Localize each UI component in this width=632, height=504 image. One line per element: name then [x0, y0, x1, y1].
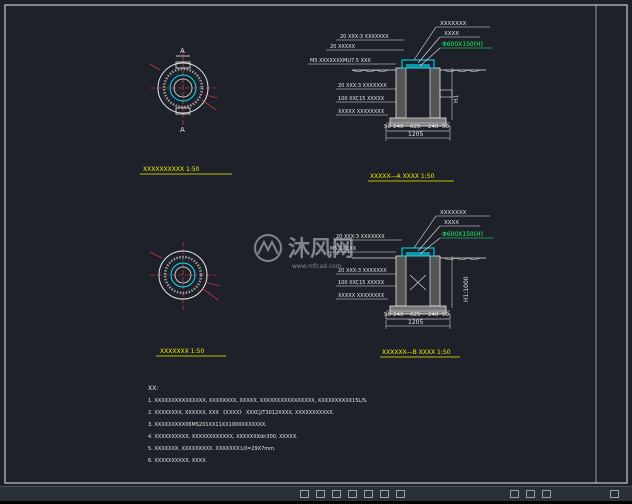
notes-line-1: 1. XXXXXXXXXXXXXXX, XXXXXXXX, XXXXX, XXX…: [148, 398, 368, 404]
plan-view-a: A A: [149, 47, 219, 134]
svg-text:625: 625: [410, 312, 421, 318]
svg-text:XXXXX XXXXXXXX: XXXXX XXXXXXXX: [338, 109, 385, 115]
section-a-callouts: XXXXXXX XXXX Φ600X150(H): [413, 21, 492, 67]
watermark-brand: 沐风网: [288, 237, 354, 262]
status-toggle-annotation[interactable]: [526, 490, 535, 498]
status-toggle-otrack[interactable]: [380, 490, 389, 498]
svg-text:XXXXXXX: XXXXXXX: [440, 210, 467, 216]
notes-block: XX: 1. XXXXXXXXXXXXXXX, XXXXXXXX, XXXXX,…: [148, 385, 368, 464]
svg-text:XXXX: XXXX: [444, 220, 459, 226]
notes-line-6: 6. XXXXXXXXXX, XXXX.: [148, 458, 207, 464]
status-toggle-polar[interactable]: [348, 490, 357, 498]
drawing-frame: [4, 4, 628, 484]
section-mark-a: A: [180, 47, 185, 55]
notes-line-3: 3. XXXXXXXXX06MS201XX11XX1000XXXXXXX.: [148, 422, 267, 428]
svg-text:20 XXX:3 XXXXXXX: 20 XXX:3 XXXXXXX: [338, 268, 387, 274]
svg-text:50: 50: [384, 124, 391, 130]
plan-b-title: XXXXXXX 1:50: [160, 348, 204, 355]
svg-text:H1:1000: H1:1000: [463, 276, 470, 302]
svg-text:H1: H1: [453, 94, 460, 103]
section-view-a: [351, 59, 486, 132]
svg-text:20 XXX:3 XXXXXXX: 20 XXX:3 XXXXXXX: [340, 34, 389, 40]
svg-text:XXXX: XXXX: [444, 31, 459, 37]
svg-text:100 XXC15 XXXXX: 100 XXC15 XXXXX: [338, 96, 385, 102]
plan-a-title: XXXXXXXXXX 1:50: [143, 166, 200, 173]
section-a-title: XXXXX—A XXXX 1:50: [370, 173, 435, 180]
svg-text:240: 240: [393, 312, 404, 318]
section-b-callouts: XXXXXXX XXXX Φ600X150(H): [413, 210, 494, 255]
status-toggle-snap[interactable]: [300, 490, 309, 498]
plan-view-b: [149, 242, 221, 310]
status-toggle-settings[interactable]: [610, 490, 619, 498]
section-b-grate-spec: Φ600X150(H): [442, 231, 483, 238]
svg-text:A: A: [180, 126, 185, 134]
status-toggle-workspace[interactable]: [542, 490, 551, 498]
status-toggle-ortho[interactable]: [332, 490, 341, 498]
svg-text:100 XXC15 XXXXX: 100 XXC15 XXXXX: [338, 280, 385, 286]
svg-text:50: 50: [442, 312, 449, 318]
svg-text:XXXXX XXXXXXXX: XXXXX XXXXXXXX: [338, 293, 385, 299]
svg-text:20 XXXXX: 20 XXXXX: [330, 44, 356, 50]
svg-text:50: 50: [384, 312, 391, 318]
status-toggle-grid[interactable]: [316, 490, 325, 498]
svg-text:1205: 1205: [408, 131, 423, 138]
watermark: 沐风网 www.mfcad.com: [254, 234, 354, 270]
svg-text:M5 XXXXX: M5 XXXXX: [330, 246, 357, 252]
svg-text:20 XXX:3 XXXXXXX: 20 XXX:3 XXXXXXX: [338, 83, 387, 89]
section-b-left-notes: 20 XXX:3 XXXXXXX M5 XXXXX 20 XXX:3 XXXXX…: [328, 234, 402, 300]
notes-line-5: 5. XXXXXXX, XXXXXXXXX. XXXXXXX:L0=29X7mm…: [148, 446, 276, 452]
svg-text:240: 240: [428, 124, 439, 130]
svg-text:M5 XXXXXXXMU7.5 XXX: M5 XXXXXXXMU7.5 XXX: [310, 58, 371, 64]
notes-line-4: 4. XXXXXXXXXX, XXXXXXXXXXXX, XXXXXXXdn30…: [148, 434, 298, 440]
section-a-dimensions: 50 240 625 240 50 1205 H1: [384, 68, 460, 141]
svg-text:625: 625: [410, 124, 421, 130]
status-toggle-lwt[interactable]: [396, 490, 405, 498]
svg-text:50: 50: [442, 124, 449, 130]
svg-text:240: 240: [393, 124, 404, 130]
svg-text:1205: 1205: [408, 319, 423, 326]
section-b-title: XXXXXX—B XXXX 1:50: [382, 349, 451, 356]
notes-heading: XX:: [148, 385, 158, 392]
section-a-grate-spec: Φ600X150(H): [442, 41, 483, 48]
notes-line-2: 2. XXXXXXXX, XXXXXX, XXX 《XXXX》 XXXCJ/T3…: [148, 410, 335, 416]
watermark-url: www.mfcad.com: [292, 263, 342, 270]
section-view-b: [352, 247, 486, 320]
svg-text:240: 240: [428, 312, 439, 318]
status-toggle-model[interactable]: [510, 490, 519, 498]
cad-status-bar: [0, 486, 632, 501]
status-toggle-osnap[interactable]: [364, 490, 373, 498]
section-b-dimensions: 50 240 625 240 50 1205 H1:1000: [384, 256, 470, 329]
svg-text:20 XXX:3 XXXXXXX: 20 XXX:3 XXXXXXX: [336, 234, 385, 240]
section-a-left-notes: 20 XXX:3 XXXXXXX 20 XXXXX M5 XXXXXXXMU7.…: [308, 34, 404, 116]
svg-text:XXXXXXX: XXXXXXX: [440, 21, 467, 27]
